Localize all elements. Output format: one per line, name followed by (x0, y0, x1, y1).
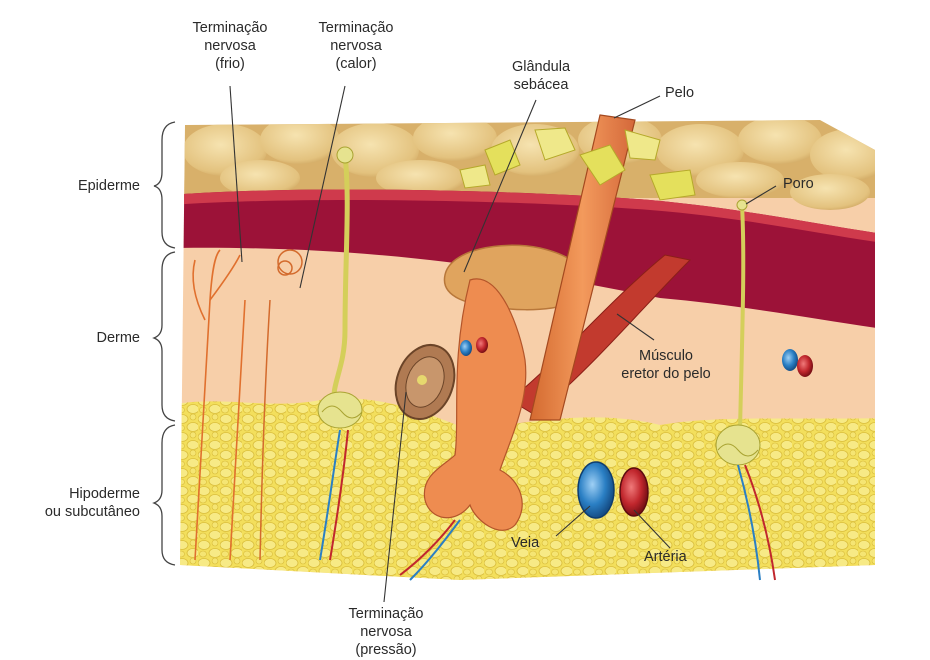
sensory-nerve-left (317, 146, 363, 429)
vessels-lines (319, 429, 776, 581)
layer-braces (152, 121, 176, 566)
label-terminacao-calor: Terminação nervosa (calor) (318, 20, 394, 72)
hypodermis-layer (180, 398, 875, 580)
sensory-nerve-right (715, 199, 761, 466)
vein-cross-section (577, 461, 615, 519)
pressure-corpuscle (394, 344, 456, 420)
label-pelo: Pelo (665, 85, 695, 101)
artery-cross-section (619, 467, 649, 517)
label-terminacao-frio: Terminação nervosa (frio) (192, 20, 268, 72)
skin-block (180, 120, 875, 580)
keratin-flakes (459, 127, 696, 201)
label-epiderme: Epiderme (77, 178, 140, 194)
nerve-ending-cold (192, 249, 246, 561)
label-terminacao-pressao: Terminação nervosa (pressão) (348, 606, 424, 658)
hair-shaft (529, 114, 636, 421)
nerve-ending-heat (259, 249, 303, 561)
label-arteria: Artéria (644, 549, 687, 565)
hair-follicle (423, 278, 527, 531)
label-poro: Poro (783, 176, 814, 192)
label-veia: Veia (511, 535, 540, 551)
label-musculo-eretor: Músculo eretor do pelo (621, 348, 711, 382)
label-hipoderme: Hipoderme ou subcutâneo (44, 486, 140, 520)
label-glandula-sebacea: Glândula sebácea (511, 59, 571, 93)
label-derme: Derme (96, 330, 140, 346)
leader-lines (229, 85, 777, 603)
